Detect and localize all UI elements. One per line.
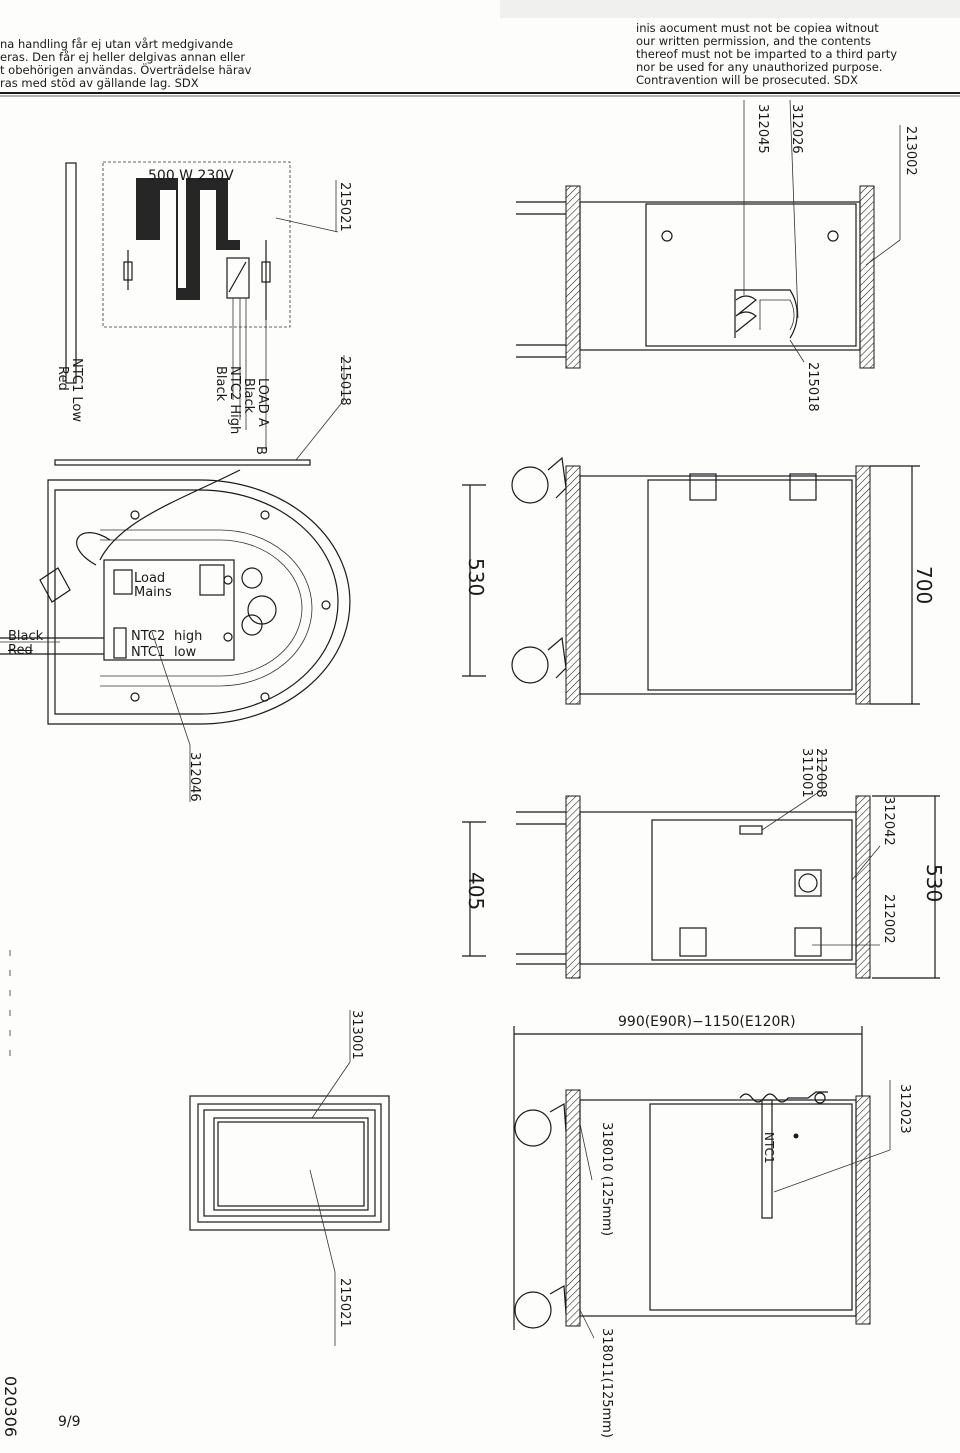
probe-ntc1: NTC1 bbox=[762, 1132, 776, 1164]
wire-red: Red bbox=[55, 366, 70, 391]
terminal-ntc1: NTC1 bbox=[131, 645, 166, 660]
dimension-length: 990(E90R)−1150(E120R) bbox=[618, 1014, 796, 1030]
dimension-530-side: 530 bbox=[464, 558, 488, 597]
trolley-view-front bbox=[462, 750, 940, 979]
wire-b: B bbox=[253, 446, 268, 455]
part-215018-sensor: 215018 bbox=[337, 356, 352, 406]
base-plate-view bbox=[0, 459, 351, 802]
notice-english-line-2: our written permission, and the contents bbox=[636, 34, 872, 48]
part-215018-trolley: 215018 bbox=[805, 362, 820, 412]
trolley-view-side bbox=[462, 456, 920, 705]
part-312026: 312026 bbox=[789, 104, 804, 154]
wire-ntc2-high: NTC2 High bbox=[227, 366, 242, 435]
wire-black-2: Black bbox=[213, 366, 228, 402]
terminal-mains: Mains bbox=[134, 585, 172, 600]
dimension-700: 700 bbox=[912, 566, 936, 605]
notice-swedish-line-1: na handling får ej utan vårt medgivande bbox=[0, 37, 234, 51]
part-312023: 312023 bbox=[897, 1084, 912, 1134]
notice-english-line-3: thereof must not be imparted to a third … bbox=[636, 47, 898, 61]
part-312042: 312042 bbox=[881, 796, 896, 846]
notice-swedish-line-3: t obehörigen användas. Överträdelse hära… bbox=[0, 63, 252, 77]
part-212008: 212008 bbox=[813, 748, 828, 798]
trolley-view-bottom bbox=[513, 1026, 891, 1339]
notice-english-line-5: Contravention will be prosecuted. SDX bbox=[636, 73, 858, 87]
page-number: 9/9 bbox=[58, 1414, 81, 1430]
part-212002: 212002 bbox=[881, 894, 896, 944]
wire-load-a: LOAD A bbox=[255, 378, 270, 427]
dimension-530-front: 530 bbox=[922, 864, 946, 903]
dimension-405: 405 bbox=[464, 872, 488, 911]
cable-red: Red bbox=[8, 643, 33, 658]
part-318010-caster: 318010 (125mm) bbox=[599, 1122, 614, 1237]
wire-ntc1-low: NTC1 Low bbox=[69, 358, 84, 422]
terminal-load: Load bbox=[134, 571, 166, 586]
part-312046: 312046 bbox=[187, 752, 202, 802]
part-313001: 313001 bbox=[349, 1010, 364, 1060]
part-311001: 311001 bbox=[799, 748, 814, 798]
cover-frame-view bbox=[189, 1010, 390, 1346]
trolley-view-top bbox=[516, 99, 901, 369]
terminal-high: high bbox=[174, 629, 203, 644]
notice-swedish: na handling får ej utan vårt medgivande … bbox=[0, 38, 251, 90]
notice-english-line-1: inis aocument must not be copiea witnout bbox=[636, 21, 879, 35]
part-312045: 312045 bbox=[755, 104, 770, 154]
notice-english: inis aocument must not be copiea witnout… bbox=[636, 22, 897, 87]
document-number: 020306 bbox=[1, 1376, 20, 1438]
notice-swedish-line-4: ras med stöd av gällande lag. SDX bbox=[0, 76, 199, 90]
part-215021-heater: 215021 bbox=[337, 182, 352, 232]
part-215021-frame: 215021 bbox=[337, 1278, 352, 1328]
heater-schematic bbox=[65, 161, 345, 461]
notice-swedish-line-2: eras. Den får ej heller delgivas annan e… bbox=[0, 50, 246, 64]
cable-black: Black bbox=[8, 629, 44, 644]
notice-english-line-4: nor be used for any unauthorized purpose… bbox=[636, 60, 883, 74]
terminal-ntc2: NTC2 bbox=[131, 629, 166, 644]
wire-black-1: Black bbox=[241, 378, 256, 414]
part-318011-caster: 318011(125mm) bbox=[599, 1328, 614, 1438]
part-213002: 213002 bbox=[903, 126, 918, 176]
heater-rating: 500 W 230V bbox=[148, 168, 234, 184]
terminal-low: low bbox=[174, 645, 197, 660]
